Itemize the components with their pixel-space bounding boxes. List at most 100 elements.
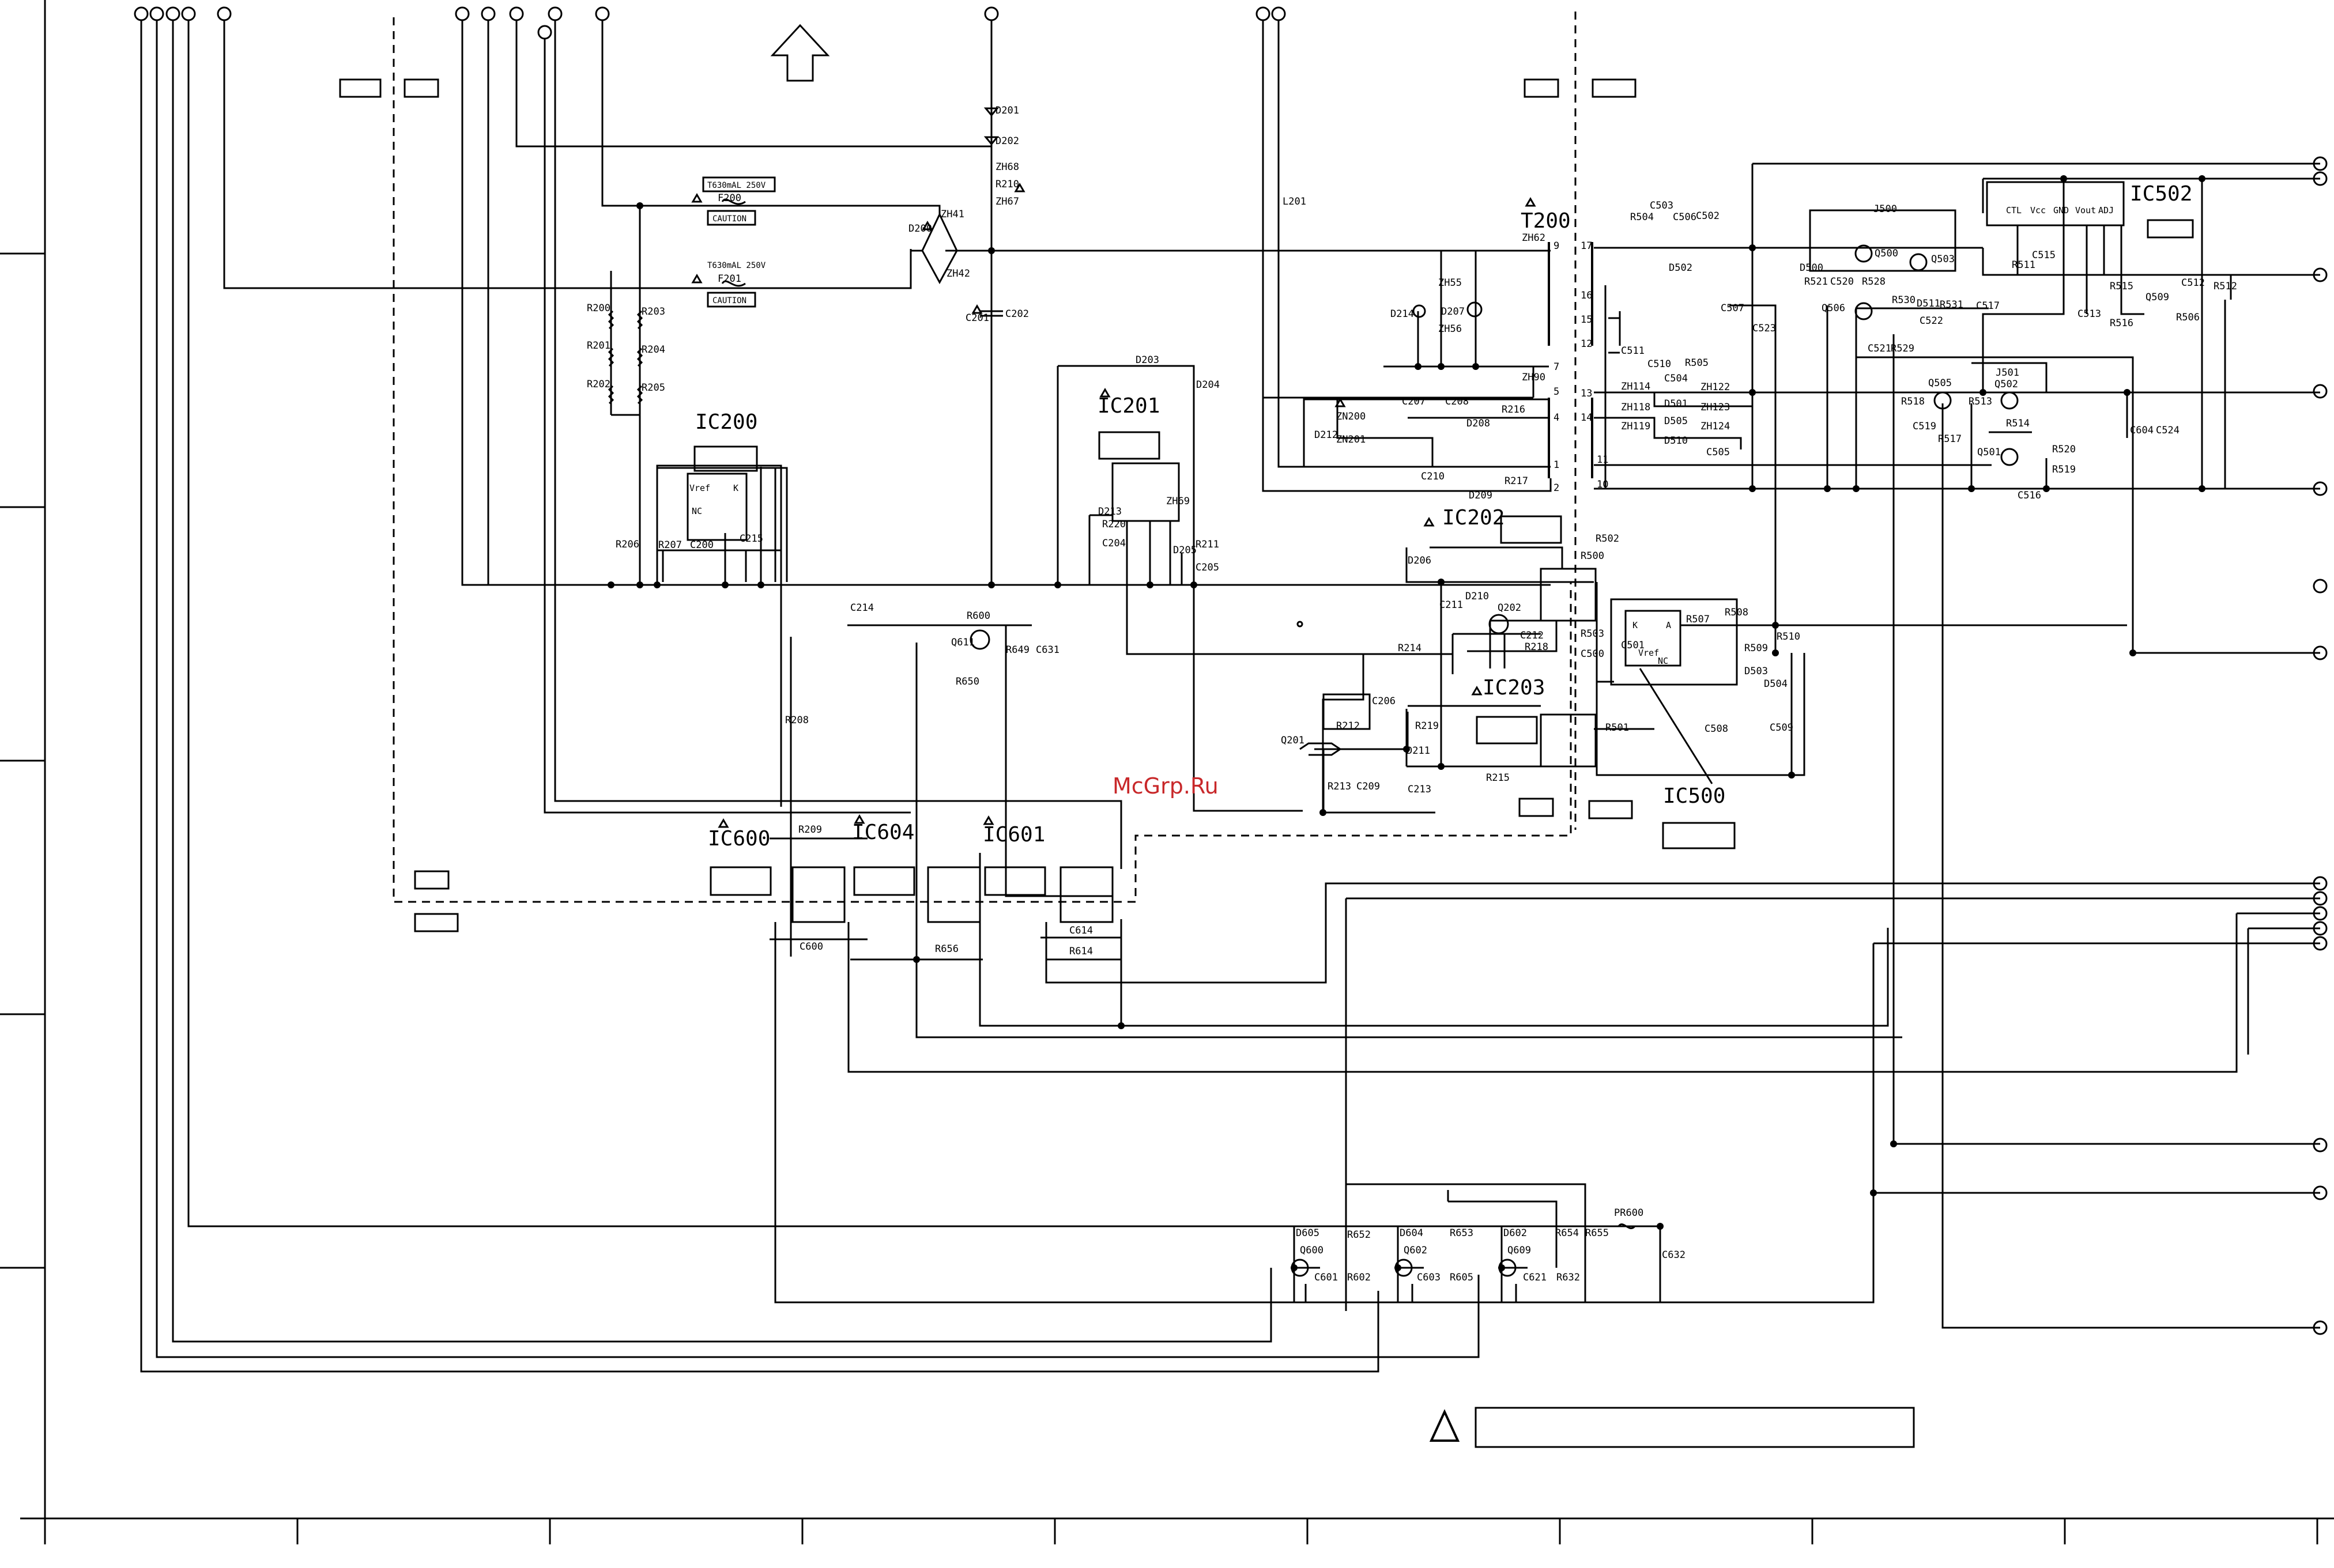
t200-pin-9: 9 bbox=[1554, 240, 1559, 252]
label-r510: R510 bbox=[1777, 631, 1800, 643]
label-c212: C212 bbox=[1520, 630, 1544, 641]
label-c604: C604 bbox=[2130, 425, 2154, 436]
f200-rating: T630mAL 250V bbox=[707, 181, 766, 190]
label-r209: R209 bbox=[798, 824, 822, 836]
label-r512: R512 bbox=[2214, 281, 2237, 292]
label-r217: R217 bbox=[1505, 475, 1528, 487]
label-d212: D212 bbox=[1314, 429, 1338, 441]
label-r505: R505 bbox=[1685, 357, 1709, 369]
label-c524: C524 bbox=[2156, 425, 2180, 436]
label-d602: D602 bbox=[1503, 1227, 1527, 1239]
label-j500: J500 bbox=[1873, 203, 1897, 215]
label-zh114: ZH114 bbox=[1621, 381, 1650, 392]
label-r220: R220 bbox=[1102, 519, 1126, 530]
ic200-nc-pin: NC bbox=[692, 506, 702, 516]
label-d213: D213 bbox=[1098, 506, 1122, 517]
label-j501: J501 bbox=[1996, 367, 2019, 379]
label-c600: C600 bbox=[800, 941, 823, 953]
label-r654: R654 bbox=[1555, 1227, 1579, 1239]
label-r508: R508 bbox=[1725, 607, 1748, 618]
label-d501: D501 bbox=[1664, 398, 1688, 410]
label-r518: R518 bbox=[1901, 396, 1925, 407]
label-q506: Q506 bbox=[1822, 303, 1845, 314]
label-c500: C500 bbox=[1581, 648, 1604, 660]
t200-pin-5: 5 bbox=[1554, 386, 1559, 398]
label-c215: C215 bbox=[740, 533, 763, 545]
label-c603: C603 bbox=[1417, 1272, 1441, 1283]
label-d504: D504 bbox=[1764, 678, 1788, 690]
label-r531: R531 bbox=[1940, 299, 1963, 311]
label-c510: C510 bbox=[1647, 358, 1671, 370]
label-r632: R632 bbox=[1556, 1272, 1580, 1283]
transformer-t200 bbox=[1262, 242, 1593, 478]
label-c508: C508 bbox=[1705, 723, 1728, 735]
ic502-label: IC502 bbox=[2130, 182, 2192, 206]
label-zh118: ZH118 bbox=[1621, 402, 1650, 413]
label-d604: D604 bbox=[1400, 1227, 1423, 1239]
label-c515: C515 bbox=[2032, 250, 2056, 261]
label-r605: R605 bbox=[1450, 1272, 1473, 1283]
label-r506: R506 bbox=[2176, 312, 2200, 323]
label-pr600: PR600 bbox=[1614, 1207, 1643, 1219]
label-zh62: ZH62 bbox=[1522, 232, 1545, 244]
ic203-label: IC203 bbox=[1483, 676, 1545, 700]
label-r208: R208 bbox=[785, 715, 809, 726]
label-c601: C601 bbox=[1314, 1272, 1338, 1283]
label-r215: R215 bbox=[1486, 772, 1510, 784]
label-r500: R500 bbox=[1581, 550, 1604, 562]
label-r211: R211 bbox=[1196, 539, 1219, 550]
label-r501: R501 bbox=[1605, 722, 1629, 734]
junction-dots bbox=[608, 175, 2205, 1271]
f201-name: F201 bbox=[718, 273, 741, 285]
label-c632: C632 bbox=[1662, 1249, 1686, 1261]
label-zh124: ZH124 bbox=[1700, 421, 1730, 432]
label-c507: C507 bbox=[1721, 303, 1744, 314]
t200-pin-15: 15 bbox=[1581, 314, 1592, 326]
label-d206: D206 bbox=[1408, 555, 1431, 566]
t200-pin-7: 7 bbox=[1554, 361, 1559, 373]
label-c520: C520 bbox=[1830, 276, 1854, 288]
label-r504: R504 bbox=[1630, 211, 1654, 223]
label-r204: R204 bbox=[642, 344, 665, 356]
label-r529: R529 bbox=[1891, 343, 1914, 354]
t200-pin-10: 10 bbox=[1597, 479, 1608, 490]
label-r530: R530 bbox=[1892, 294, 1916, 306]
f201-rating: T630mAL 250V bbox=[707, 261, 766, 270]
label-c505: C505 bbox=[1706, 447, 1730, 458]
label-q502: Q502 bbox=[1994, 379, 2018, 390]
ic200-k-pin: K bbox=[733, 483, 738, 493]
label-zh119: ZH119 bbox=[1621, 421, 1650, 432]
label-r528: R528 bbox=[1862, 276, 1886, 288]
ic500-k-pin: K bbox=[1632, 620, 1638, 630]
label-zh56: ZH56 bbox=[1438, 323, 1462, 335]
label-zh41: ZH41 bbox=[941, 209, 964, 220]
label-r511: R511 bbox=[2012, 259, 2035, 271]
label-d505: D505 bbox=[1664, 415, 1688, 427]
label-c200: C200 bbox=[690, 539, 714, 551]
label-d209: D209 bbox=[1469, 490, 1492, 501]
ic202-label: IC202 bbox=[1442, 506, 1505, 530]
label-c509: C509 bbox=[1770, 722, 1793, 734]
label-l201: L201 bbox=[1283, 196, 1306, 207]
label-r614: R614 bbox=[1069, 946, 1093, 957]
label-zh42: ZH42 bbox=[947, 268, 970, 279]
ic500-block bbox=[1610, 598, 2127, 784]
label-c201: C201 bbox=[966, 312, 989, 324]
label-r519: R519 bbox=[2052, 464, 2076, 475]
label-d205: D205 bbox=[1173, 545, 1197, 556]
label-c506: C506 bbox=[1673, 211, 1696, 223]
label-r206: R206 bbox=[616, 539, 639, 550]
t200-pin-1: 1 bbox=[1554, 459, 1559, 471]
caution-triangle-icon bbox=[1429, 1409, 1460, 1442]
t200-pin-4: 4 bbox=[1554, 412, 1559, 424]
component-labels: D201 D202 ZH68 R210 ZH67 ZH41 D200 ZH42 … bbox=[587, 105, 2237, 1283]
label-r503: R503 bbox=[1581, 628, 1604, 640]
label-d605: D605 bbox=[1296, 1227, 1319, 1239]
label-c517: C517 bbox=[1976, 300, 2000, 312]
label-r212: R212 bbox=[1336, 720, 1360, 732]
label-q600: Q600 bbox=[1300, 1245, 1324, 1256]
label-c504: C504 bbox=[1664, 373, 1688, 384]
label-d503: D503 bbox=[1744, 666, 1768, 677]
label-c204: C204 bbox=[1102, 538, 1126, 549]
label-r200: R200 bbox=[587, 303, 610, 314]
